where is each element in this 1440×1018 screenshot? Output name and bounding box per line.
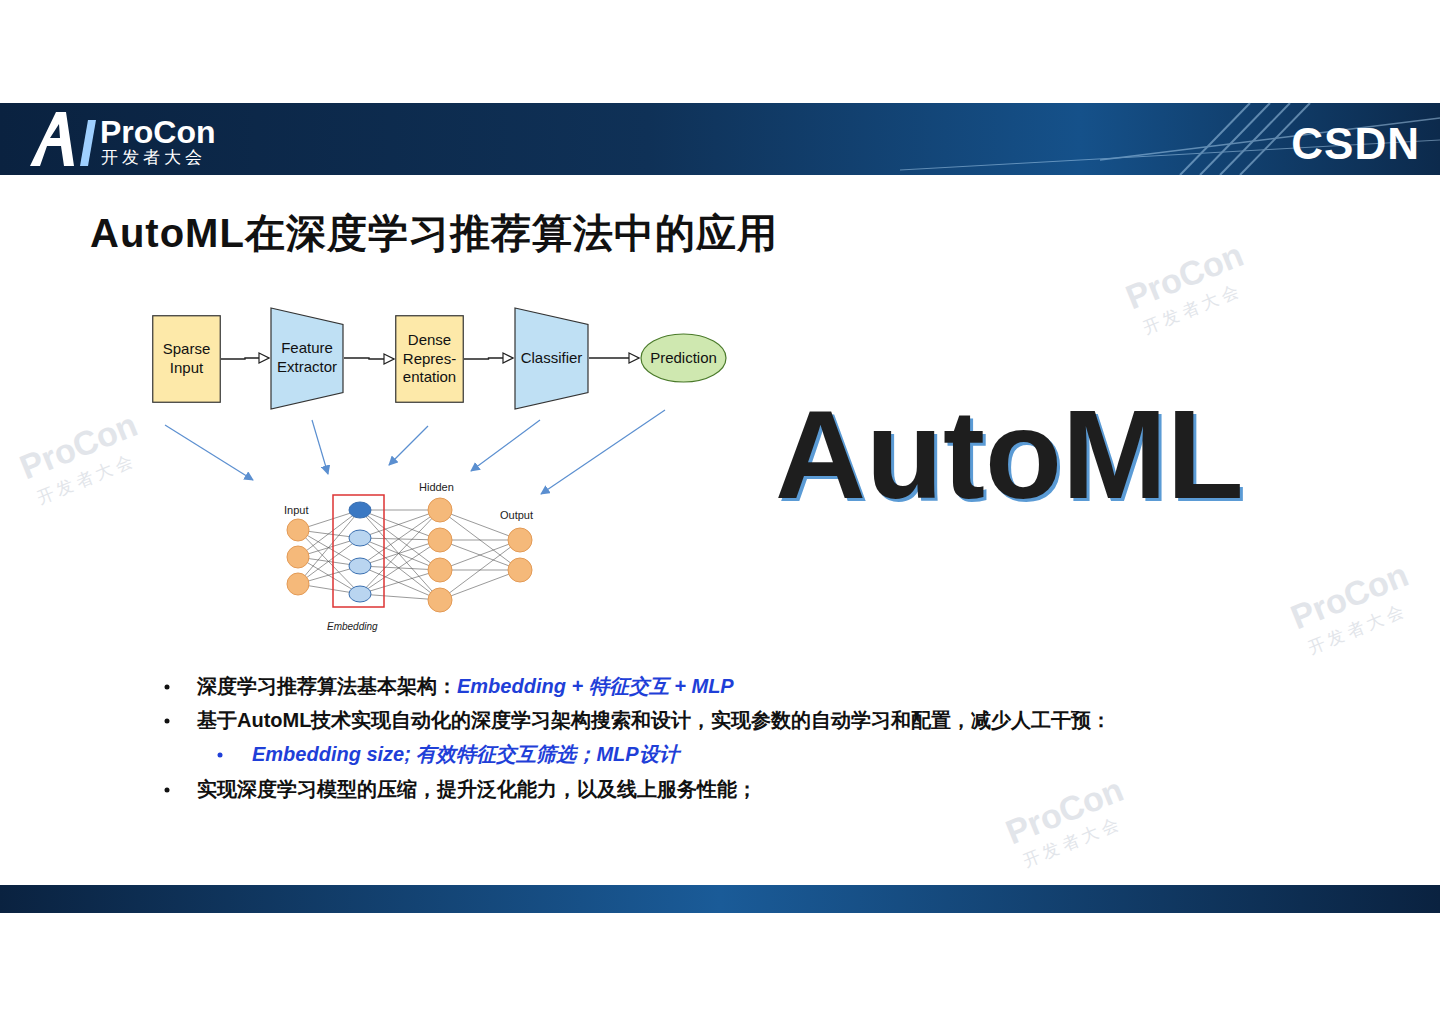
network-neuron	[349, 530, 371, 546]
prediction-ellipse: Prediction	[640, 333, 727, 383]
node-label: Sparse Input	[156, 340, 217, 378]
network-neuron	[349, 558, 371, 574]
layer-label: Output	[500, 509, 533, 522]
logo-subtitle: 开发者大会	[101, 148, 206, 168]
network-neuron	[349, 502, 371, 518]
network-neuron	[428, 498, 452, 522]
slide-title: AutoML在深度学习推荐算法中的应用	[90, 209, 778, 257]
node-text-group: Prediction	[648, 349, 719, 368]
logo-mark	[30, 112, 96, 166]
bullet-highlight: Embedding + 特征交互 + MLP	[457, 674, 734, 698]
network-link	[440, 570, 520, 600]
bullet-text: 实现深度学习模型的压缩，提升泛化能力，以及线上服务性能；	[197, 777, 757, 801]
flow-arrow	[221, 358, 269, 359]
input-box: Sparse Input	[152, 315, 221, 403]
network-link	[360, 570, 440, 594]
network-neuron	[428, 528, 452, 552]
network-neuron	[508, 528, 532, 552]
brand-logo: CSDN	[1291, 118, 1420, 171]
embedding-frame	[333, 495, 384, 607]
header-band	[0, 103, 1440, 175]
bullet-text: 深度学习推荐算法基本架构：	[197, 674, 457, 698]
classifier-trapezoid: Classifier	[514, 307, 589, 410]
node-text-group: Classifier	[518, 349, 585, 368]
node-text-group: Dense Repres- entation	[399, 331, 460, 387]
flow-arrow	[344, 358, 394, 359]
network-neuron	[287, 573, 309, 595]
hero-word: AutoML	[775, 392, 1244, 518]
logo-wordmark: ProCon	[100, 113, 216, 151]
network-link	[360, 510, 440, 594]
header-streaks	[900, 103, 1440, 175]
layer-label: Embedding	[327, 621, 378, 633]
node-label: Prediction	[648, 349, 719, 368]
flow-arrow	[589, 357, 639, 358]
network-link	[360, 510, 440, 600]
node-label: Feature Extractor	[274, 339, 340, 377]
bullet-text: 基于AutoML技术实现自动化的深度学习架构搜索和设计，实现参数的自动学习和配置…	[197, 708, 1111, 732]
layer-label: Input	[284, 504, 308, 517]
node-label: Classifier	[518, 349, 585, 368]
node-text-group: Sparse Input	[156, 340, 217, 378]
leader-arrows	[165, 410, 665, 494]
flow-arrow	[464, 358, 513, 359]
extractor-trapezoid: Feature Extractor	[270, 307, 344, 410]
network-neuron	[428, 558, 452, 582]
layer-label: Hidden	[419, 481, 454, 494]
network-neuron	[428, 588, 452, 612]
node-label: Dense Repres- entation	[399, 331, 460, 387]
representation-box: Dense Repres- entation	[395, 315, 464, 403]
network-link	[360, 510, 440, 540]
network-link	[298, 510, 360, 584]
network-neuron	[349, 586, 371, 602]
bullet-dots	[165, 685, 223, 793]
network-link	[440, 540, 520, 570]
neural-network	[287, 495, 532, 612]
footer-band	[0, 885, 1440, 913]
network-neuron	[287, 519, 309, 541]
bullet-highlight: Embedding size; 有效特征交互筛选；MLP设计	[252, 742, 679, 766]
network-link	[440, 540, 520, 570]
network-link	[360, 510, 440, 538]
network-neuron	[287, 546, 309, 568]
network-neuron	[508, 558, 532, 582]
node-text-group: Feature Extractor	[274, 339, 340, 377]
network-link	[360, 540, 440, 566]
